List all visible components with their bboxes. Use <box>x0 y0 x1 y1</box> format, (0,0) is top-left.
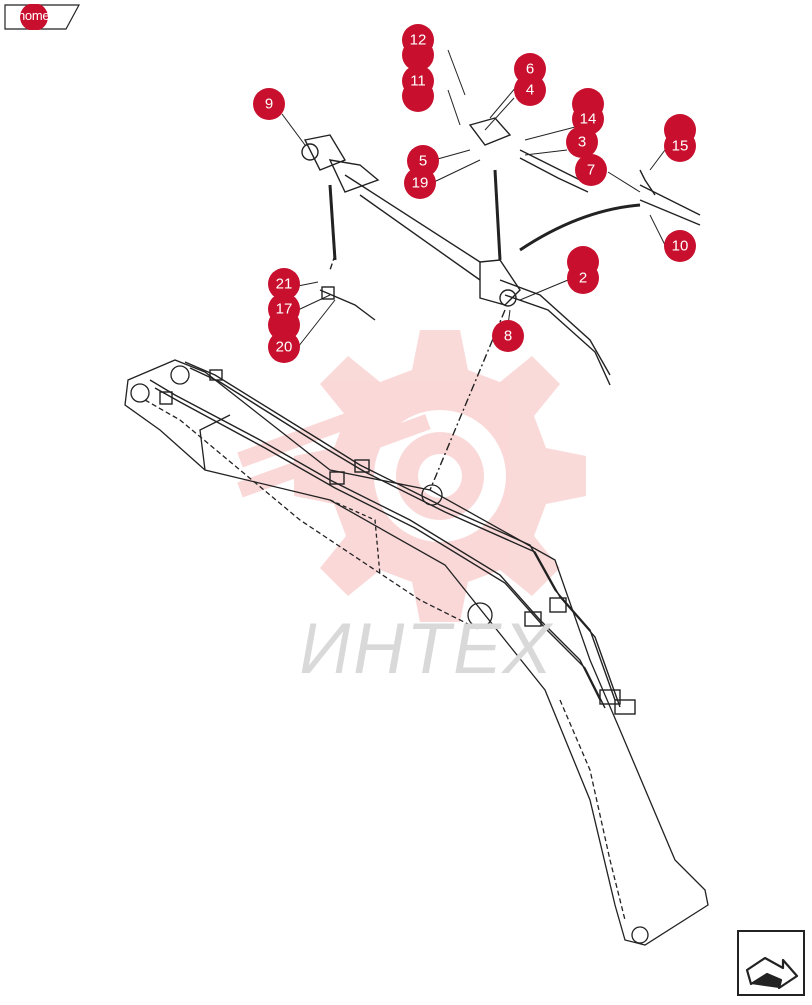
callout-label: 12 <box>410 32 427 49</box>
callout-label: 7 <box>587 162 595 179</box>
callout-label: 20 <box>276 339 293 356</box>
leader-lines <box>281 49 666 348</box>
next-page-button[interactable] <box>737 930 805 996</box>
callout-21[interactable]: 21 <box>268 268 300 300</box>
callout-14[interactable]: 14 <box>572 88 604 135</box>
watermark-text: ИНТЕХ <box>292 609 561 689</box>
watermark-gear-icon <box>237 330 586 622</box>
callout-label: 2 <box>579 270 587 287</box>
callout-label: 4 <box>526 82 534 99</box>
callout-label: 14 <box>580 111 597 128</box>
callout-label: 11 <box>410 73 426 90</box>
callout-11[interactable]: 11 <box>402 65 434 112</box>
callout-label: 17 <box>276 301 293 318</box>
callout-label: 9 <box>265 96 273 113</box>
callout-17[interactable]: 17 <box>268 293 300 341</box>
callout-12[interactable]: 12 <box>402 24 434 71</box>
callout-15[interactable]: 15 <box>664 114 696 162</box>
callout-10[interactable]: 10 <box>664 230 696 262</box>
callout-7[interactable]: 7 <box>575 154 607 186</box>
home-tab-shape <box>4 4 80 30</box>
callout-label: 21 <box>276 276 293 293</box>
callout-9[interactable]: 9 <box>253 88 285 120</box>
callout-label: 19 <box>412 175 429 192</box>
callout-20[interactable]: 20 <box>268 331 300 363</box>
boom-hydraulic-lines <box>149 361 636 715</box>
callout-label: 3 <box>578 134 586 151</box>
callout-19[interactable]: 19 <box>404 167 436 199</box>
callout-label: 6 <box>526 61 534 78</box>
callout-label: 10 <box>672 238 689 255</box>
next-page-arrow-icon <box>737 930 805 996</box>
callout-8[interactable]: 8 <box>492 320 524 352</box>
callout-label: 8 <box>504 328 512 345</box>
callout-4[interactable]: 4 <box>514 74 546 106</box>
callout-3[interactable]: 3 <box>566 126 598 158</box>
home-label: home <box>18 8 50 23</box>
callout-2[interactable]: 2 <box>567 246 599 294</box>
cylinder-assembly <box>301 117 701 491</box>
home-button[interactable]: home <box>4 4 80 30</box>
callout-label: 15 <box>672 138 689 155</box>
callout-label: 5 <box>419 153 427 170</box>
